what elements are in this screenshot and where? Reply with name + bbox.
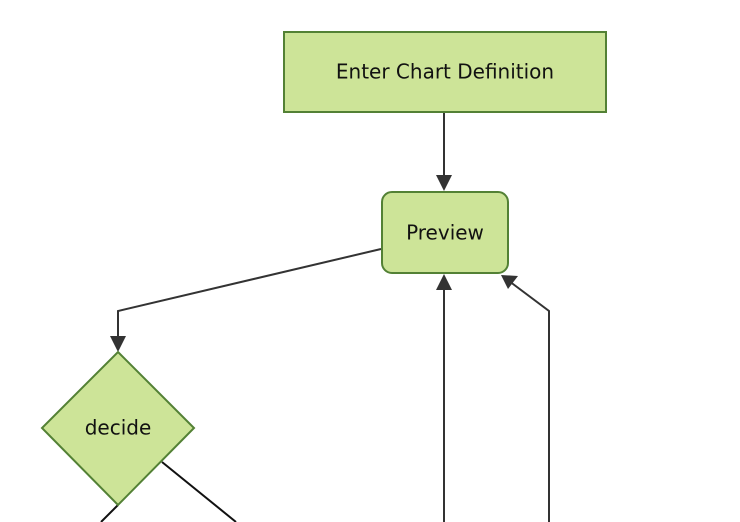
node-enter-chart-definition[interactable]: Enter Chart Definition <box>283 31 607 113</box>
edge-return-center-to-preview[interactable] <box>436 274 452 522</box>
node-enter-chart-definition-label: Enter Chart Definition <box>336 60 554 84</box>
arrowhead-down-icon <box>110 336 126 352</box>
node-enter-chart-definition-shape <box>283 31 607 113</box>
node-decide-shape <box>40 350 196 507</box>
edge-enter-to-preview[interactable] <box>436 113 452 191</box>
node-preview-shape <box>381 191 509 274</box>
node-preview-label: Preview <box>406 221 484 245</box>
edge-layer <box>100 113 550 522</box>
node-layer: Enter Chart Definition Preview decide <box>40 31 607 507</box>
arrowhead-up-left-icon <box>501 275 518 289</box>
node-preview[interactable]: Preview <box>381 191 509 274</box>
edge-decide-out-left-line <box>100 504 119 522</box>
edge-preview-to-decide-line <box>117 248 382 344</box>
node-decide[interactable]: decide <box>40 350 196 507</box>
arrowhead-up-icon <box>436 274 452 290</box>
edge-decide-out-left[interactable] <box>100 504 119 522</box>
edge-decide-out-right[interactable] <box>161 461 237 522</box>
edge-preview-to-decide[interactable] <box>110 248 382 352</box>
edge-return-right-line <box>508 280 550 522</box>
node-decide-label: decide <box>85 416 152 440</box>
edge-decide-out-right-line <box>161 461 237 522</box>
edge-return-right-to-preview[interactable] <box>501 275 550 522</box>
arrowhead-down-icon <box>436 175 452 191</box>
